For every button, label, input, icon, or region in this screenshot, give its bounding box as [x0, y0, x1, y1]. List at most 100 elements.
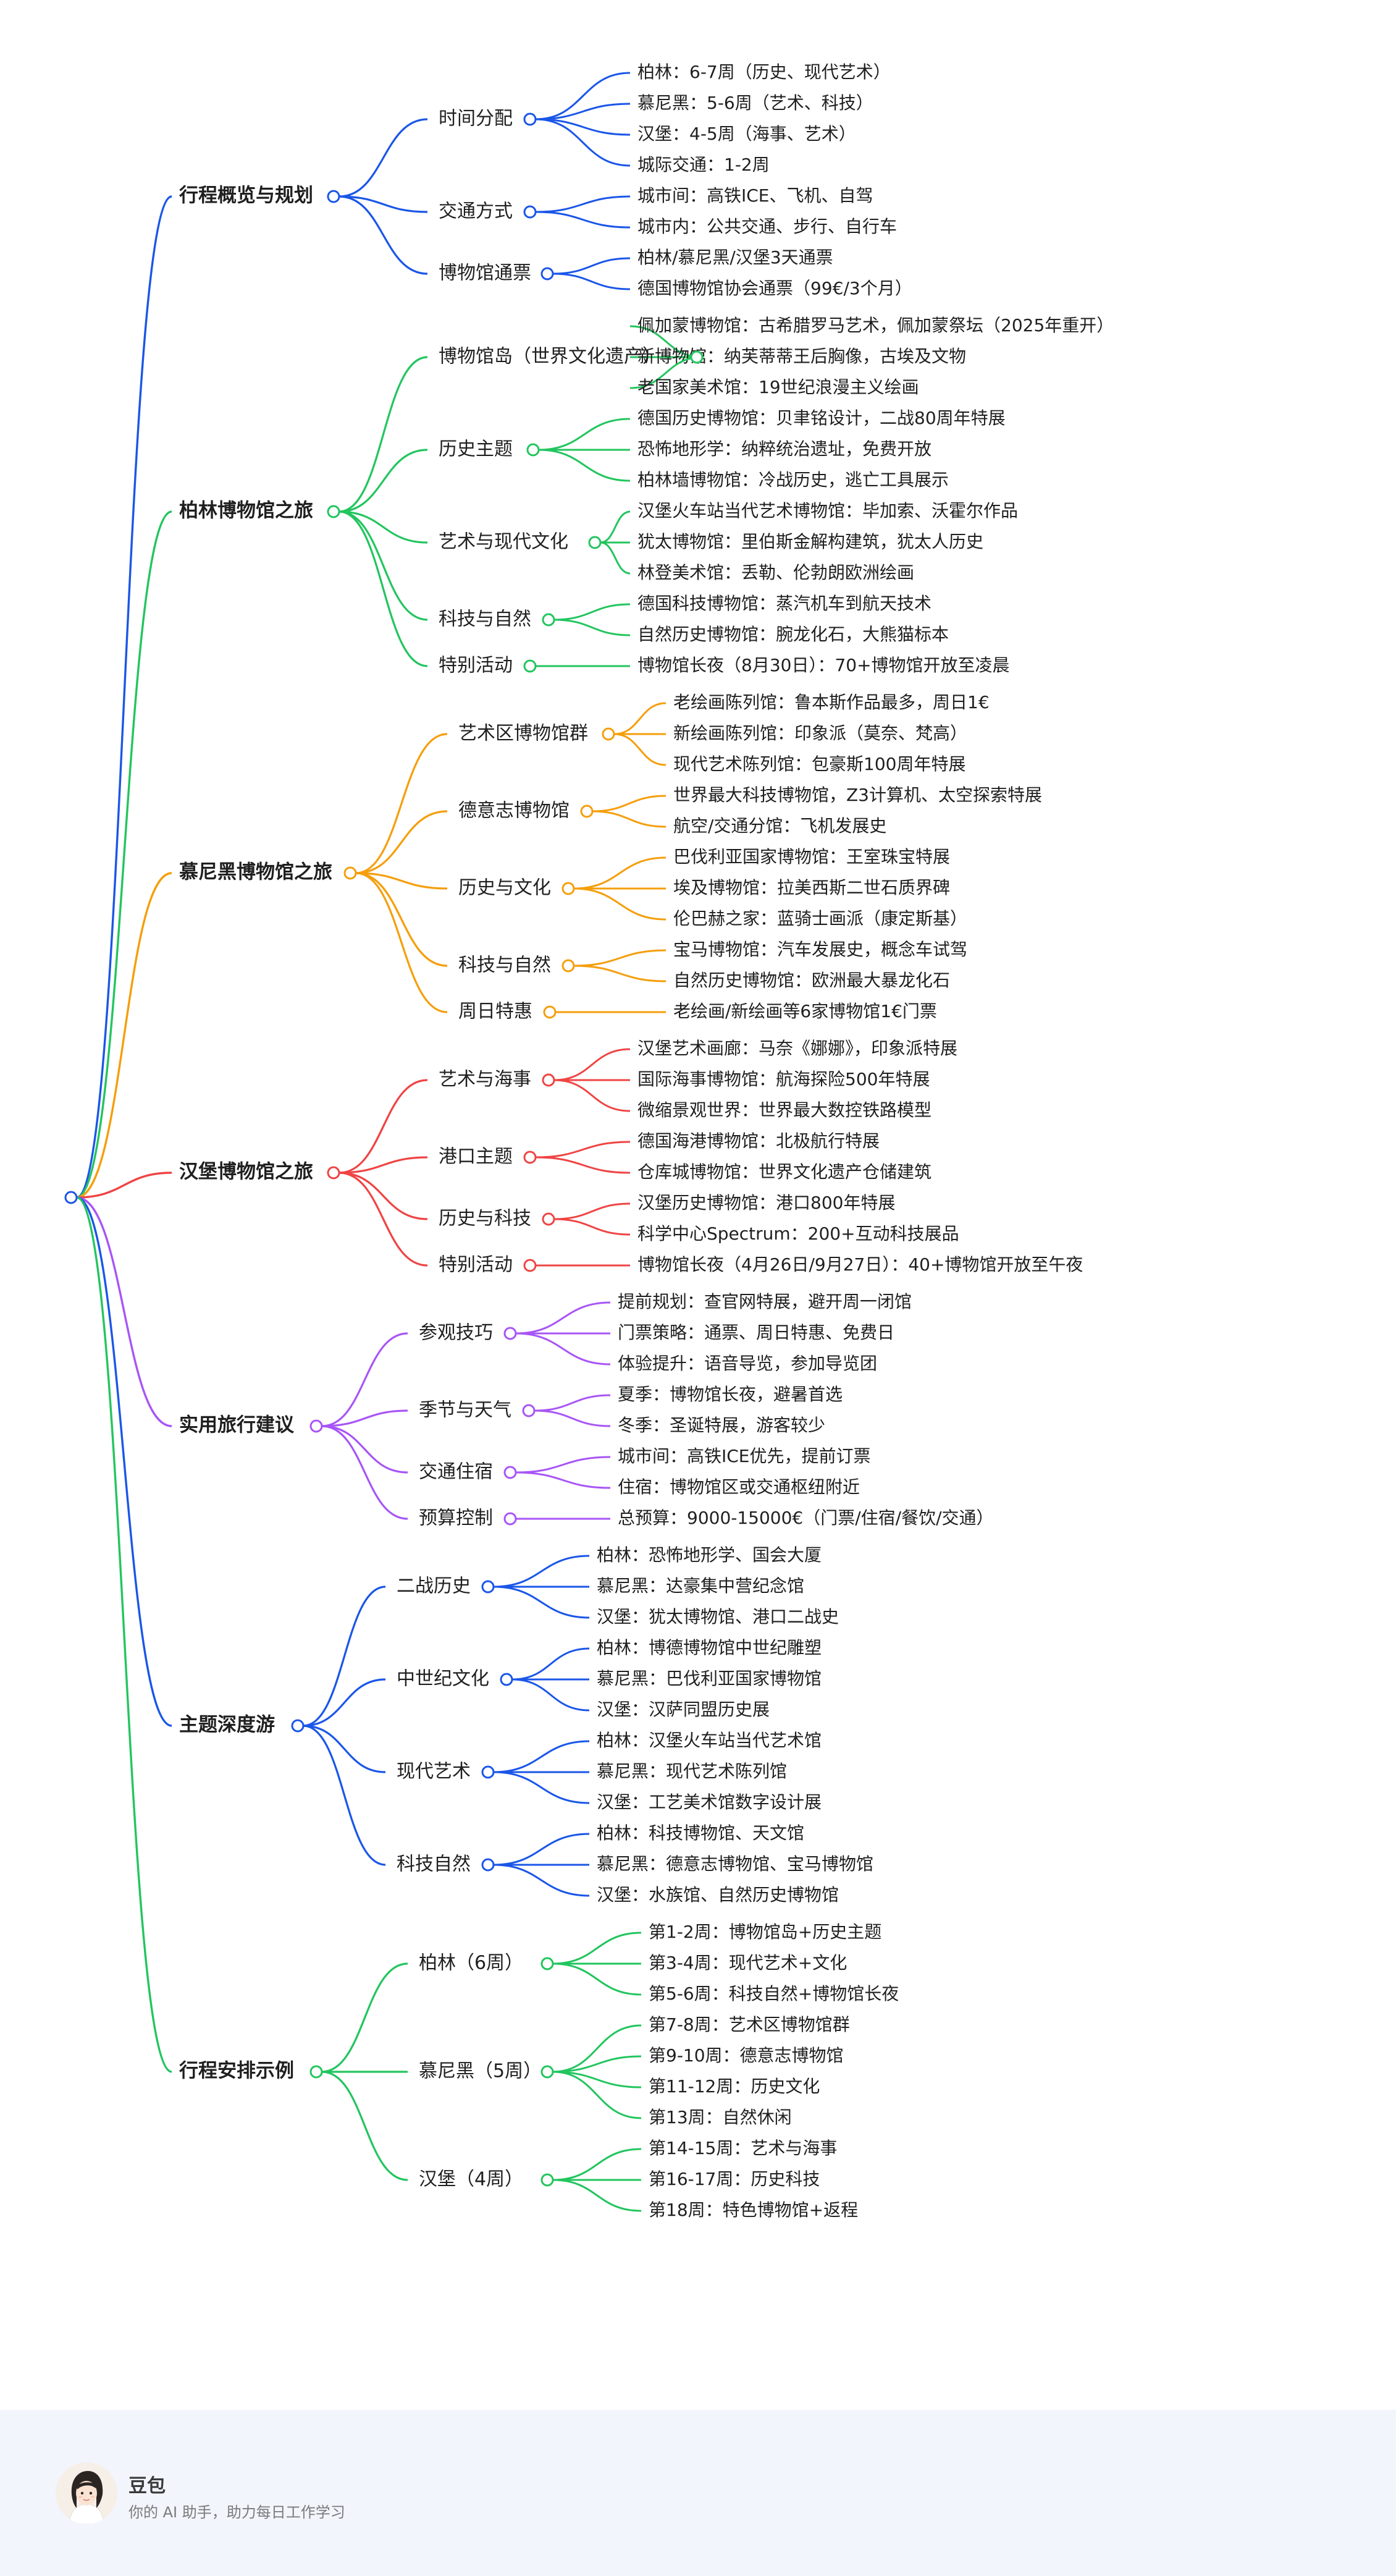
leaf-label: 伦巴赫之家：蓝骑士画派（康定斯基）: [673, 908, 967, 929]
branch-label: 慕尼黑博物馆之旅: [179, 861, 332, 884]
topic-label: 科技自然: [397, 1854, 471, 1875]
topic-node[interactable]: [482, 1859, 494, 1870]
leaf-label: 老绘画/新绘画等6家博物馆1€门票: [673, 1001, 937, 1021]
topic-label: 柏林（6周）: [419, 1953, 523, 1974]
topic-node[interactable]: [542, 2066, 553, 2077]
leaf-label: 汉堡：汉萨同盟历史展: [597, 1699, 770, 1720]
branch-node[interactable]: [311, 2066, 322, 2077]
branch-connector: [77, 196, 172, 1197]
topic-node[interactable]: [524, 1152, 536, 1163]
leaf-label: 德国历史博物馆：贝聿铭设计，二战80周年特展: [637, 408, 1006, 428]
branch-node[interactable]: [292, 1720, 303, 1731]
topic-node[interactable]: [505, 1513, 516, 1524]
leaf-label: 佩加蒙博物馆：古希腊罗马艺术，佩加蒙祭坛（2025年重开）: [637, 315, 1114, 336]
leaf-label: 自然历史博物馆：腕龙化石，大熊猫标本: [637, 624, 949, 644]
topic-node[interactable]: [544, 1007, 555, 1018]
topic-label: 艺术区博物馆群: [458, 723, 588, 745]
leaf-label: 慕尼黑：现代艺术陈列馆: [597, 1761, 787, 1781]
leaf-label: 德国博物馆协会通票（99€/3个月）: [637, 278, 912, 298]
topic-connector: [356, 873, 447, 966]
topic-node[interactable]: [524, 1260, 536, 1271]
branch-label: 实用旅行建议: [179, 1414, 295, 1437]
leaf-label: 柏林：博德博物馆中世纪雕塑: [597, 1637, 822, 1658]
leaf-connector: [516, 1457, 610, 1472]
leaf-connector: [574, 889, 666, 919]
branch-node[interactable]: [328, 191, 339, 202]
topic-node[interactable]: [482, 1767, 494, 1778]
leaf-label: 第5-6周：科技自然+博物馆长夜: [649, 1983, 899, 2004]
leaf-label: 汉堡历史博物馆：港口800年特展: [637, 1193, 895, 1213]
topic-connector: [339, 512, 427, 666]
topic-connector: [303, 1587, 385, 1726]
leaf-label: 柏林：恐怖地形学、国会大厦: [597, 1545, 822, 1565]
leaf-label: 宝马博物馆：汽车发展史，概念车试驾: [673, 939, 967, 960]
leaf-connector: [536, 1157, 630, 1173]
leaf-label: 航空/交通分馆：飞机发展史: [673, 816, 886, 836]
leaf-label: 犹太博物馆：里伯斯金解构建筑，犹太人历史: [637, 531, 983, 552]
leaf-label: 城际交通：1-2周: [637, 154, 770, 175]
topic-node[interactable]: [563, 883, 574, 894]
topic-label: 预算控制: [419, 1508, 493, 1529]
leaf-connector: [592, 796, 666, 811]
topic-node[interactable]: [505, 1328, 516, 1339]
leaf-label: 自然历史博物馆：欧洲最大暴龙化石: [673, 970, 950, 990]
topic-label: 汉堡（4周）: [419, 2169, 523, 2190]
leaf-label: 博物馆长夜（8月30日）：70+博物馆开放至凌晨: [637, 655, 1010, 675]
leaf-connector: [536, 212, 630, 227]
topic-node[interactable]: [542, 2174, 553, 2185]
topic-node[interactable]: [482, 1581, 494, 1592]
topic-connector: [356, 873, 447, 1012]
leaf-label: 第9-10周：德意志博物馆: [649, 2045, 844, 2066]
topic-node[interactable]: [542, 1958, 553, 1969]
leaf-connector: [536, 1142, 630, 1157]
branch-label: 行程安排示例: [179, 2060, 294, 2082]
branch-node[interactable]: [328, 1167, 339, 1178]
leaf-connector: [554, 1219, 630, 1235]
topic-node[interactable]: [524, 114, 536, 125]
topic-label: 二战历史: [397, 1576, 471, 1597]
topic-node[interactable]: [528, 444, 539, 455]
topic-node[interactable]: [523, 1405, 534, 1416]
topic-node[interactable]: [691, 352, 702, 363]
leaf-label: 汉堡：4-5周（海事、艺术）: [637, 124, 856, 144]
leaf-connector: [553, 1964, 641, 1995]
topic-node[interactable]: [501, 1674, 512, 1685]
leaf-label: 仓库城博物馆：世界文化遗产仓储建筑: [637, 1162, 931, 1182]
leaf-label: 慕尼黑：德意志博物馆、宝马博物馆: [597, 1854, 873, 1874]
leaf-connector: [512, 1679, 589, 1710]
root-node[interactable]: [65, 1192, 77, 1203]
topic-node[interactable]: [524, 206, 536, 217]
leaf-connector: [600, 543, 630, 573]
brand-tagline: 你的 AI 助手，助力每日工作学习: [128, 2500, 345, 2522]
leaf-label: 新绘画陈列馆：印象派（莫奈、梵高）: [673, 723, 967, 743]
branch-node[interactable]: [311, 1421, 322, 1432]
topic-connector: [356, 811, 447, 873]
topic-node[interactable]: [542, 268, 553, 279]
topic-node[interactable]: [543, 1214, 554, 1225]
leaf-connector: [516, 1303, 610, 1333]
topic-label: 交通住宿: [419, 1461, 493, 1483]
topic-node[interactable]: [543, 614, 554, 625]
leaf-connector: [539, 419, 630, 450]
topic-node[interactable]: [563, 960, 574, 971]
leaf-label: 夏季：博物馆长夜，避暑首选: [618, 1384, 843, 1404]
topic-connector: [303, 1726, 385, 1865]
topic-node[interactable]: [524, 661, 536, 672]
leaf-label: 提前规划：查官网特展，避开周一闭馆: [618, 1291, 912, 1312]
topic-label: 特别活动: [439, 1254, 513, 1276]
leaf-label: 微缩景观世界：世界最大数控铁路模型: [637, 1100, 931, 1120]
leaf-connector: [494, 1556, 589, 1587]
topic-node[interactable]: [603, 728, 614, 740]
topic-node[interactable]: [581, 806, 592, 817]
leaf-connector: [494, 1772, 589, 1803]
leaf-label: 慕尼黑：5-6周（艺术、科技）: [637, 93, 873, 113]
leaf-connector: [554, 1049, 630, 1080]
branch-connector: [77, 873, 172, 1197]
topic-node[interactable]: [505, 1467, 516, 1478]
leaf-label: 第18周：特色博物馆+返程: [649, 2200, 858, 2220]
branch-node[interactable]: [328, 506, 339, 517]
topic-node[interactable]: [589, 537, 600, 548]
topic-node[interactable]: [543, 1075, 554, 1086]
branch-node[interactable]: [345, 868, 356, 879]
leaf-label: 汉堡：工艺美术馆数字设计展: [597, 1792, 822, 1812]
